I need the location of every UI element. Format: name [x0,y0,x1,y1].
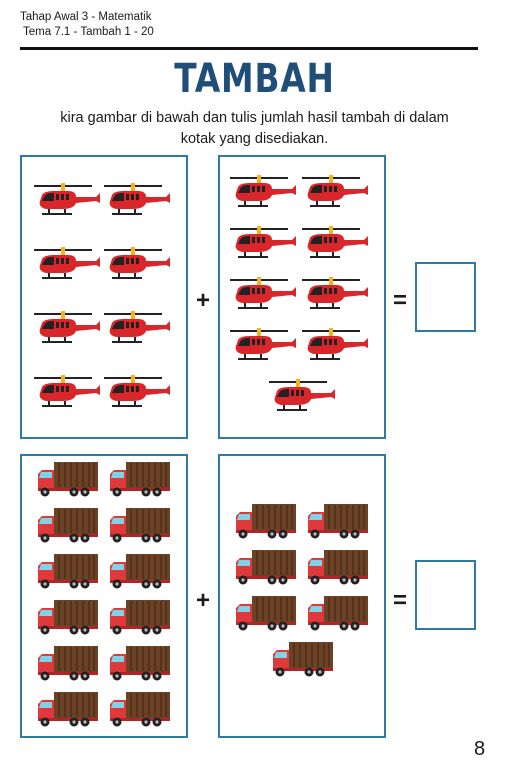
header-divider [20,47,478,50]
answer-box-2[interactable] [415,560,476,630]
equals-sign: = [392,587,407,614]
truck-icon [36,460,98,503]
page-number: 8 [474,738,486,760]
helicopter-icon [102,375,172,414]
helicopter-icon [300,175,370,214]
helicopter-icon [300,328,370,367]
truck-icon [36,644,98,687]
page-title: TAMBAH [174,56,335,102]
plus-sign: + [195,587,210,614]
truck-icon [108,552,170,595]
helicopter-icon [32,311,102,350]
truck-icon [234,502,296,545]
truck-icon [108,598,170,641]
helicopter-group-right [218,155,386,439]
truck-group-left [20,454,188,738]
truck-icon [271,640,333,683]
truck-icon [306,548,368,591]
helicopter-icon [102,247,172,286]
helicopter-icon [32,247,102,286]
truck-icon [234,594,296,637]
header-topic: Tema 7.1 - Tambah 1 - 20 [23,26,154,38]
helicopter-icon [102,311,172,350]
helicopter-icon [228,226,298,265]
helicopter-icon [228,277,298,316]
helicopter-group-left [20,155,188,439]
instruction-line-2: kotak yang disediakan. [180,131,329,147]
instruction-line-1: kira gambar di bawah dan tulis jumlah ha… [60,110,449,126]
truck-icon [108,690,170,733]
helicopter-icon [267,379,337,418]
plus-sign: + [195,287,210,314]
helicopter-icon [300,226,370,265]
header-subject: Tahap Awal 3 - Matematik [20,11,152,23]
truck-icon [306,502,368,545]
helicopter-icon [228,175,298,214]
truck-icon [36,690,98,733]
helicopter-icon [300,277,370,316]
truck-icon [108,460,170,503]
helicopter-icon [102,183,172,222]
helicopter-icon [32,375,102,414]
answer-box-1[interactable] [415,262,476,332]
truck-icon [306,594,368,637]
helicopter-icon [228,328,298,367]
truck-icon [108,506,170,549]
truck-group-right [218,454,386,738]
helicopter-icon [32,183,102,222]
truck-icon [36,506,98,549]
instruction-text: kira gambar di bawah dan tulis jumlah ha… [20,108,489,150]
truck-icon [234,548,296,591]
truck-icon [36,598,98,641]
truck-icon [36,552,98,595]
equals-sign: = [392,287,407,314]
truck-icon [108,644,170,687]
